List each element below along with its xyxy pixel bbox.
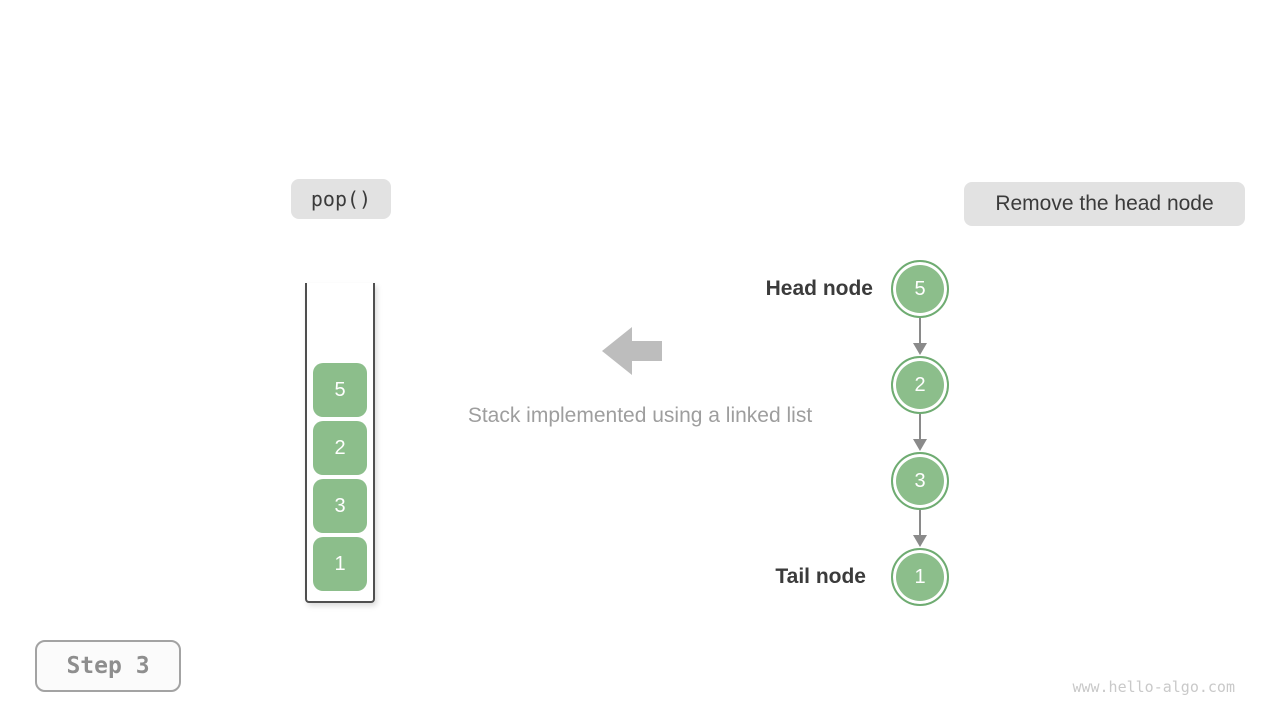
stack-item-value: 3 bbox=[334, 494, 346, 517]
list-node-value: 1 bbox=[914, 565, 926, 588]
stack-item: 3 bbox=[313, 479, 367, 533]
list-node: 5 bbox=[891, 260, 949, 318]
head-node-label: Head node bbox=[765, 277, 873, 300]
list-node-value: 3 bbox=[914, 469, 926, 492]
list-node: 2 bbox=[891, 356, 949, 414]
caption-text: Stack implemented using a linked list bbox=[467, 404, 813, 427]
operation-badge: pop() bbox=[291, 179, 391, 219]
stack-container: 5 2 3 1 bbox=[305, 283, 375, 603]
step-label: Step 3 bbox=[66, 653, 150, 679]
list-node: 1 bbox=[891, 548, 949, 606]
watermark: www.hello-algo.com bbox=[1072, 678, 1235, 696]
action-label: Remove the head node bbox=[995, 192, 1214, 215]
list-node-value: 5 bbox=[914, 277, 926, 300]
step-badge: Step 3 bbox=[35, 640, 181, 692]
list-node: 3 bbox=[891, 452, 949, 510]
stack-item-value: 5 bbox=[334, 378, 346, 401]
stack-item: 5 bbox=[313, 363, 367, 417]
operation-label: pop() bbox=[310, 187, 372, 211]
stack-item: 2 bbox=[313, 421, 367, 475]
left-arrow-icon bbox=[602, 327, 662, 375]
stack-item-value: 1 bbox=[334, 552, 346, 575]
list-node-value: 2 bbox=[914, 373, 926, 396]
stack-item-value: 2 bbox=[334, 436, 346, 459]
tail-node-label: Tail node bbox=[775, 565, 866, 588]
stack-item: 1 bbox=[313, 537, 367, 591]
down-arrow-icon bbox=[913, 510, 927, 547]
down-arrow-icon bbox=[913, 318, 927, 355]
action-badge: Remove the head node bbox=[964, 182, 1245, 226]
down-arrow-icon bbox=[913, 414, 927, 451]
